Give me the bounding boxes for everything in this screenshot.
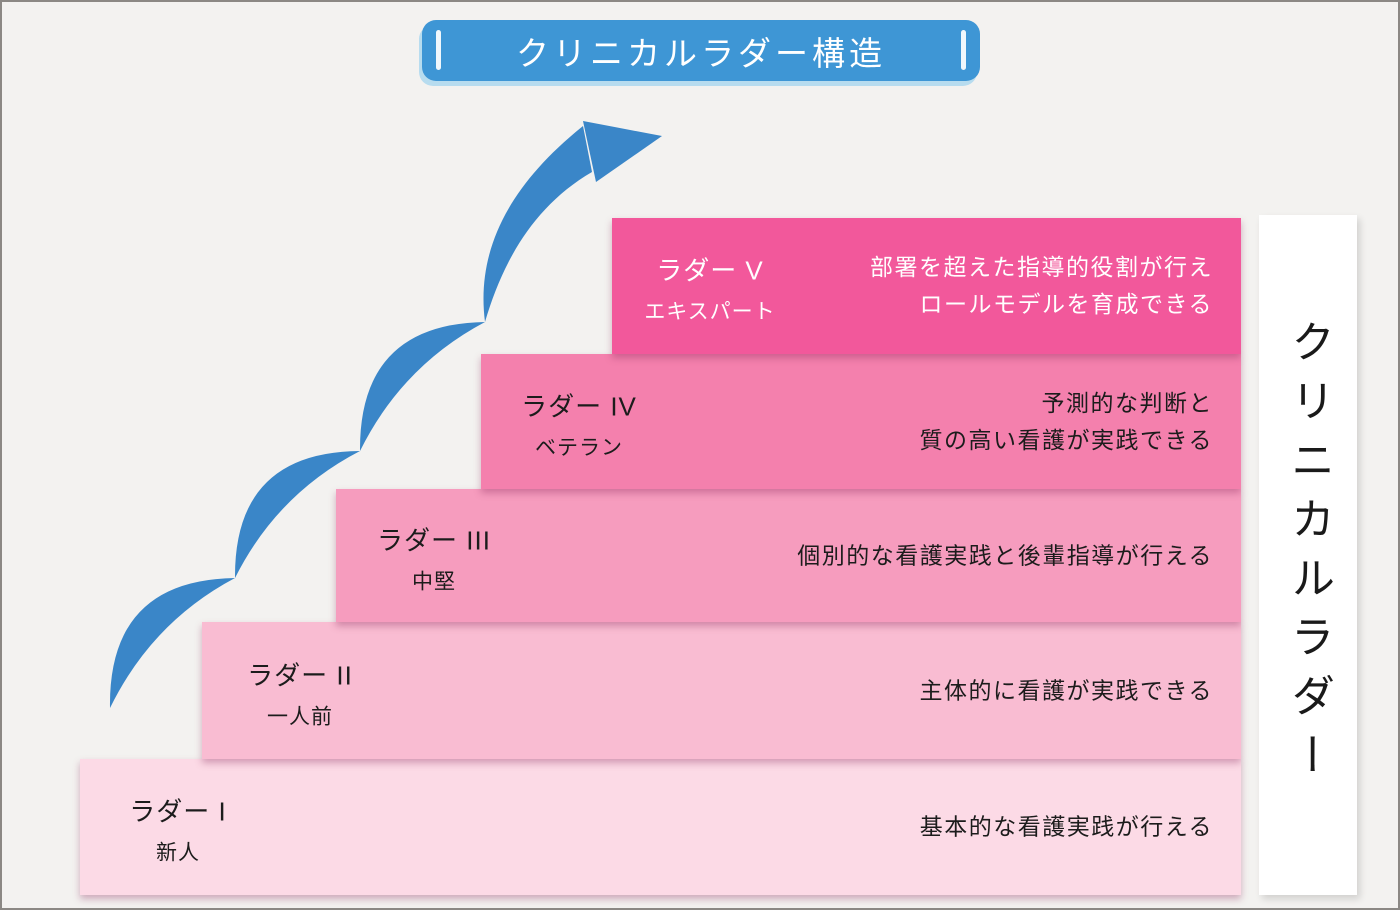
step-label-block: ラダー II 一人前 [202, 651, 398, 730]
step-description-line: 個別的な看護実践と後輩指導が行える [797, 542, 1213, 568]
title-accent-bar-right [961, 30, 966, 70]
step-description: 予測的な判断と 質の高い看護が実践できる [919, 385, 1213, 459]
step-label: ラダー I [129, 796, 227, 827]
arrow-arc-3 [359, 322, 485, 451]
step-description-line: 部署を超えた指導的役割が行え [870, 254, 1213, 280]
step-description: 部署を超えた指導的役割が行え ロールモデルを育成できる [870, 249, 1213, 323]
arrow-shaft [483, 126, 592, 322]
step-description: 主体的に看護が実践できる [919, 672, 1213, 709]
diagram-title: クリニカルラダー構造 [516, 34, 886, 72]
step-description-line: 主体的に看護が実践できる [919, 677, 1213, 703]
step-description-line: 予測的な判断と [1041, 389, 1213, 416]
step-sublabel: 中堅 [412, 570, 456, 593]
step-description-line: ロールモデルを育成できる [919, 291, 1213, 317]
step-label: ラダー IV [521, 391, 637, 421]
ladder-step-1: ラダー I 新人 基本的な看護実践が行える [80, 759, 1241, 895]
step-label-block: ラダー V エキスパート [612, 247, 808, 326]
step-label: ラダー III [377, 525, 491, 555]
ladder-step-3: ラダー III 中堅 個別的な看護実践と後輩指導が行える [336, 489, 1241, 622]
ladder-step-2: ラダー II 一人前 主体的に看護が実践できる [202, 622, 1241, 759]
step-label: ラダー II [247, 660, 353, 690]
step-label-block: ラダー IV ベテラン [481, 382, 677, 461]
title-accent-bar-left [436, 30, 441, 70]
step-description-line: 基本的な看護実践が行える [919, 813, 1213, 840]
step-sublabel: エキスパート [644, 300, 776, 324]
step-sublabel: 新人 [156, 841, 200, 865]
ladder-step-4: ラダー IV ベテラン 予測的な判断と 質の高い看護が実践できる [481, 354, 1241, 489]
arrow-head-icon [583, 121, 662, 182]
side-banner-text: クリニカルラダー [1284, 319, 1333, 791]
step-description: 基本的な看護実践が行える [920, 809, 1213, 846]
step-label-block: ラダー III 中堅 [336, 516, 532, 595]
side-banner: クリニカルラダー [1259, 215, 1357, 895]
step-label-block: ラダー I 新人 [80, 788, 276, 867]
step-description: 個別的な看護実践と後輩指導が行える [797, 537, 1213, 574]
step-sublabel: 一人前 [267, 705, 333, 728]
step-sublabel: ベテラン [535, 436, 623, 459]
step-label: ラダー V [656, 255, 764, 286]
title-banner: クリニカルラダー構造 [422, 20, 980, 81]
step-description-line: 質の高い看護が実践できる [919, 426, 1213, 453]
ladder-step-5: ラダー V エキスパート 部署を超えた指導的役割が行え ロールモデルを育成できる [612, 218, 1241, 354]
